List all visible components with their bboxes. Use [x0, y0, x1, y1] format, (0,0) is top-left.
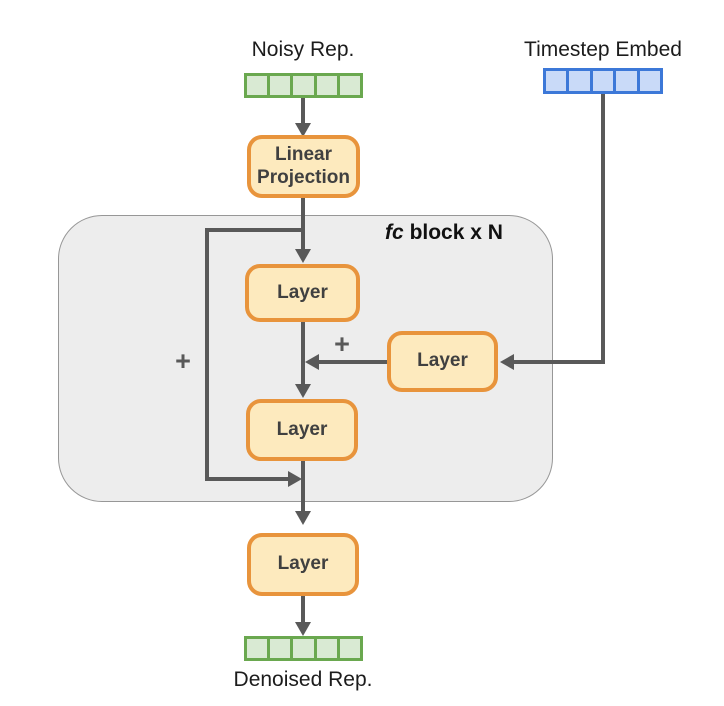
denoised-rep-bar — [244, 636, 363, 661]
plus-operator-skip: + — [175, 346, 191, 376]
bar-cell — [270, 76, 294, 95]
arrowhead-down-icon — [295, 622, 311, 636]
bar-cell — [316, 639, 340, 658]
bar-cell — [639, 71, 661, 91]
noisy-rep-label: Noisy Rep. — [251, 38, 355, 61]
denoised-rep-label: Denoised Rep. — [233, 668, 373, 691]
bar-cell — [293, 76, 317, 95]
fc-block-title-rest: block x N — [403, 221, 503, 244]
bar-cell — [339, 76, 361, 95]
bar-cell — [316, 76, 340, 95]
layer-node-output: Layer — [247, 533, 359, 596]
layer-node-middle: Layer — [246, 399, 358, 461]
linear-projection-node: Linear Projection — [247, 135, 360, 198]
bar-cell — [616, 71, 640, 91]
bar-cell — [546, 71, 570, 91]
plus-operator-timestep: + — [334, 329, 350, 359]
layer-node-timestep: Layer — [387, 331, 498, 392]
noisy-rep-bar — [244, 73, 363, 98]
bar-cell — [293, 639, 317, 658]
fc-block-title: fc block x N — [364, 221, 524, 245]
fc-block-title-italic: fc — [385, 221, 404, 244]
timestep-embed-bar — [543, 68, 663, 94]
bar-cell — [247, 639, 271, 658]
bar-cell — [339, 639, 361, 658]
bar-cell — [270, 639, 294, 658]
timestep-embed-label: Timestep Embed — [524, 38, 682, 61]
bar-cell — [569, 71, 593, 91]
bar-cell — [247, 76, 271, 95]
bar-cell — [592, 71, 617, 91]
layer-node-top: Layer — [245, 264, 360, 322]
arrowhead-down-icon — [295, 511, 311, 525]
